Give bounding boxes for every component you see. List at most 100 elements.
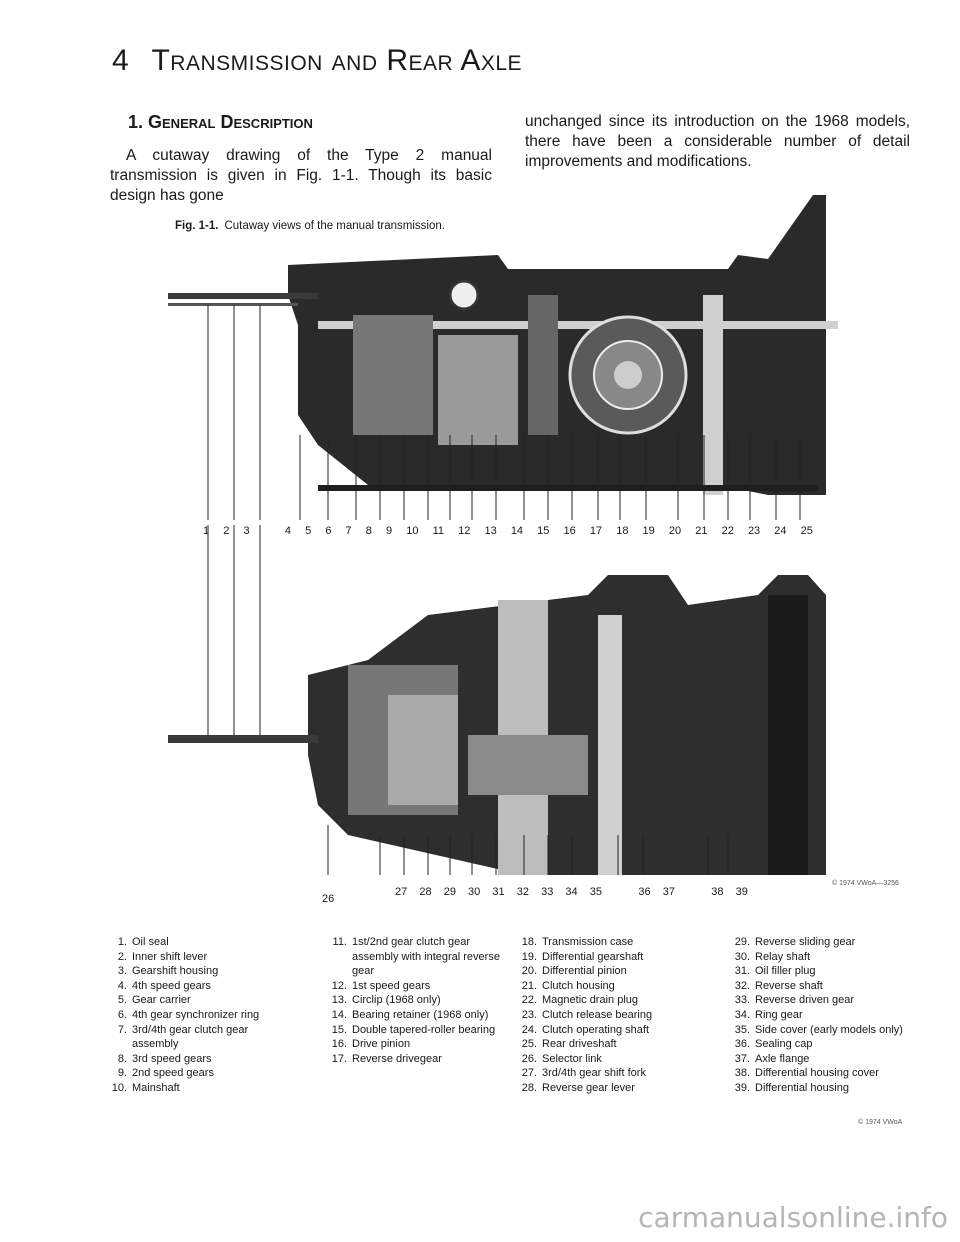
- legend-item: 36. Sealing cap: [728, 1037, 908, 1052]
- legend-item: 25.Rear driveshaft: [515, 1037, 715, 1052]
- legend-item-number: 14.: [331, 1008, 347, 1021]
- legend-item-text: Oil filler plug: [755, 965, 816, 978]
- legend-item-text: Gearshift housing: [132, 965, 219, 978]
- legend-item: 29.Reverse sliding gear: [728, 935, 908, 950]
- legend-item: 23. Clutch release bearing: [515, 1008, 715, 1023]
- upper-leader-lines: [207, 305, 801, 520]
- legend-item-text: Reverse sliding gear: [755, 936, 856, 948]
- legend-item-text: Side cover (early models only): [755, 1023, 903, 1036]
- legend-item-number: 32.: [734, 979, 750, 992]
- legend-item-number: 3.: [117, 965, 127, 978]
- legend-item-text: Reverse gear lever: [542, 1081, 635, 1094]
- legend-item-number: 28.: [521, 1081, 537, 1094]
- legend-item: 3. Gearshift housing: [105, 964, 295, 979]
- legend-item-text: Selector link: [542, 1052, 602, 1065]
- legend-item-text: Clutch operating shaft: [542, 1023, 650, 1036]
- legend-item-number: 35.: [734, 1023, 750, 1036]
- lower-leader-lines: [207, 525, 729, 875]
- legend-item: 37.Axle flange: [728, 1052, 908, 1067]
- legend-item-text: Relay shaft: [755, 950, 811, 963]
- legend-item-number: 1.: [117, 936, 127, 948]
- legend-item-number: 19.: [521, 950, 537, 963]
- legend-item-text: Reverse driven gear: [755, 994, 855, 1007]
- legend-item-text: 4th speed gears: [132, 979, 211, 992]
- legend-item-number: 17.: [331, 1052, 347, 1065]
- legend-item-number: 30.: [734, 950, 750, 963]
- legend-item-text: Clutch release bearing: [542, 1008, 653, 1021]
- figure-label: Fig. 1-1.: [175, 220, 219, 232]
- legend-item: 13. Circlip (1968 only): [325, 993, 515, 1008]
- legend-item: 2. Inner shift lever: [105, 950, 295, 965]
- legend-item-number: 10.: [111, 1081, 127, 1094]
- legend-item: 24. Clutch operating shaft: [515, 1023, 715, 1038]
- legend-item-text: Sealing cap: [755, 1038, 813, 1051]
- legend-item: 11.1st/2nd gear clutch gear assembly wit…: [325, 935, 515, 979]
- watermark: carmanualsonline.info: [638, 1201, 948, 1234]
- legend-item-number: 5.: [117, 994, 127, 1007]
- legend-item-number: 34.: [734, 1008, 750, 1021]
- legend-item: 34.Ring gear: [728, 1008, 908, 1023]
- legend-item-text: Drive pinion: [352, 1038, 411, 1051]
- legend-item-text: 3rd speed gears: [132, 1052, 212, 1065]
- legend-item-number: 33.: [734, 994, 750, 1007]
- legend-item: 9.2nd speed gears: [105, 1066, 295, 1081]
- legend-item: 8. 3rd speed gears: [105, 1052, 295, 1067]
- legend-item: 20.Differential pinion: [515, 964, 715, 979]
- legend-item: 30. Relay shaft: [728, 950, 908, 965]
- legend-item: 15.Double tapered-roller bearing: [325, 1023, 515, 1038]
- legend-item: 35. Side cover (early models only): [728, 1023, 908, 1038]
- bottom-callout-number-26: 26: [322, 893, 335, 905]
- legend-item-text: Differential housing: [755, 1081, 849, 1094]
- legend-item: 26. Selector link: [515, 1052, 715, 1067]
- legend-item: 4.4th speed gears: [105, 979, 295, 994]
- legend-item-number: 37.: [734, 1052, 750, 1065]
- legend-item-text: 1st/2nd gear clutch gear assembly with i…: [352, 936, 500, 978]
- legend-item: 7. 3rd/4th gear clutch gear assembly: [105, 1023, 295, 1052]
- legend-item-text: 3rd/4th gear clutch gear assembly: [132, 1023, 249, 1051]
- legend-item: 19. Differential gearshaft: [515, 950, 715, 965]
- legend-item-number: 12.: [331, 979, 347, 992]
- legend-item-text: Mainshaft: [132, 1081, 180, 1094]
- legend-item-number: 27.: [521, 1067, 537, 1080]
- intro-paragraph-right: unchanged since its introduction on the …: [525, 113, 910, 170]
- upper-cutaway-view: [168, 195, 838, 495]
- legend-item-text: Circlip (1968 only): [352, 994, 441, 1007]
- legend-item-text: Differential housing cover: [755, 1067, 879, 1080]
- legend-item-number: 7.: [117, 1023, 127, 1036]
- legend-item-text: Transmission case: [542, 936, 634, 948]
- legend-item: 12.1st speed gears: [325, 979, 515, 994]
- legend-item-text: Gear carrier: [132, 994, 191, 1007]
- legend-item-text: Oil seal: [132, 936, 169, 948]
- legend-item-text: Bearing retainer (1968 only): [352, 1008, 489, 1021]
- legend-item-number: 13.: [331, 994, 347, 1007]
- transmission-cutaway-figure: [168, 195, 838, 875]
- legend-item-number: 23.: [521, 1008, 537, 1021]
- legend-item-number: 2.: [117, 950, 127, 963]
- legend-item-number: 18.: [521, 936, 537, 948]
- figure-caption: Fig. 1-1. Cutaway views of the manual tra…: [175, 220, 445, 232]
- legend-column-2: 11.1st/2nd gear clutch gear assembly wit…: [325, 935, 515, 1066]
- legend-item: 27. 3rd/4th gear shift fork: [515, 1066, 715, 1081]
- top-callout-numbers: 1 2 3 4 5 6 7 8 9 10 11 12 13 14 15 16 1…: [203, 525, 813, 537]
- legend-item-text: Differential gearshaft: [542, 950, 644, 963]
- legend-item-text: Reverse shaft: [755, 979, 823, 992]
- legend-item-text: 4th gear synchronizer ring: [132, 1008, 260, 1021]
- figure-caption-text: Cutaway views of the manual transmission…: [224, 220, 445, 232]
- page-number: 4: [112, 44, 130, 77]
- legend-item: 17.Reverse drivegear: [325, 1052, 515, 1067]
- bottom-callout-numbers: 27 28 29 30 31 32 33 34 35 36 37 38 39: [395, 886, 748, 898]
- lower-cutaway-view: [168, 575, 826, 875]
- legend-item-number: 39.: [734, 1081, 750, 1094]
- legend-item-number: 15.: [331, 1023, 347, 1036]
- legend-item-number: 9.: [117, 1067, 127, 1080]
- legend-item-number: 24.: [521, 1023, 537, 1036]
- legend-item: 38.Differential housing cover: [728, 1066, 908, 1081]
- legend-item-text: Inner shift lever: [132, 950, 208, 963]
- legend-item: 1. Oil seal: [105, 935, 295, 950]
- legend-item-number: 8.: [117, 1052, 127, 1065]
- legend-item-number: 36.: [734, 1038, 750, 1051]
- legend-item-text: 3rd/4th gear shift fork: [542, 1067, 646, 1080]
- legend-item-text: Differential pinion: [542, 965, 627, 978]
- legend-item-number: 31.: [734, 965, 750, 978]
- legend-item-number: 26.: [521, 1052, 537, 1065]
